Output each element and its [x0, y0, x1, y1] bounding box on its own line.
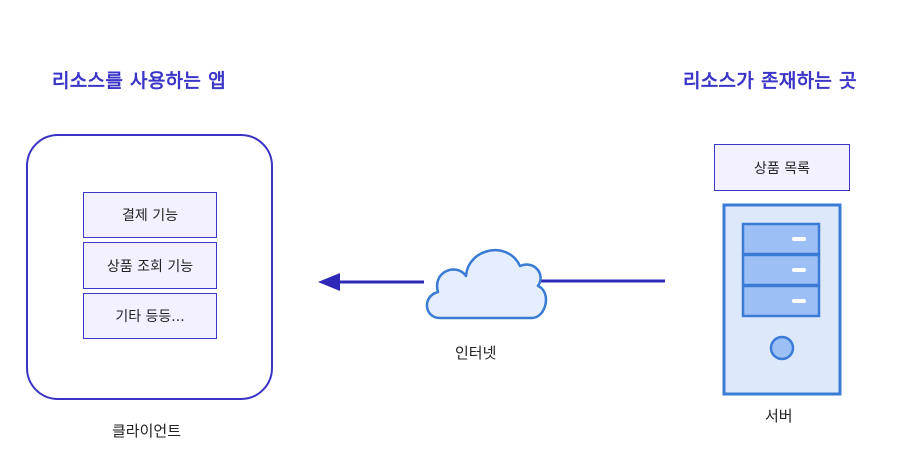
drive-bay-2 [741, 253, 821, 287]
server-caption: 서버 [765, 407, 793, 425]
drive-led-1 [792, 237, 806, 241]
client-caption: 클라이언트 [112, 422, 182, 440]
cloud-icon [425, 248, 548, 320]
power-button-icon [769, 335, 795, 361]
feature-product-lookup: 상품 조회 기능 [83, 242, 217, 289]
drive-led-3 [792, 299, 806, 303]
client-heading: 리소스를 사용하는 앱 [52, 70, 226, 92]
feature-payment: 결제 기능 [83, 192, 217, 238]
drive-bay-3 [741, 284, 821, 318]
feature-etc: 기타 등등... [83, 293, 217, 339]
arrow-head [318, 273, 340, 291]
drive-bay-1 [741, 222, 821, 256]
product-list-box: 상품 목록 [714, 144, 850, 191]
internet-caption: 인터넷 [455, 344, 497, 362]
server-heading: 리소스가 존재하는 곳 [683, 70, 857, 92]
drive-led-2 [792, 268, 806, 272]
